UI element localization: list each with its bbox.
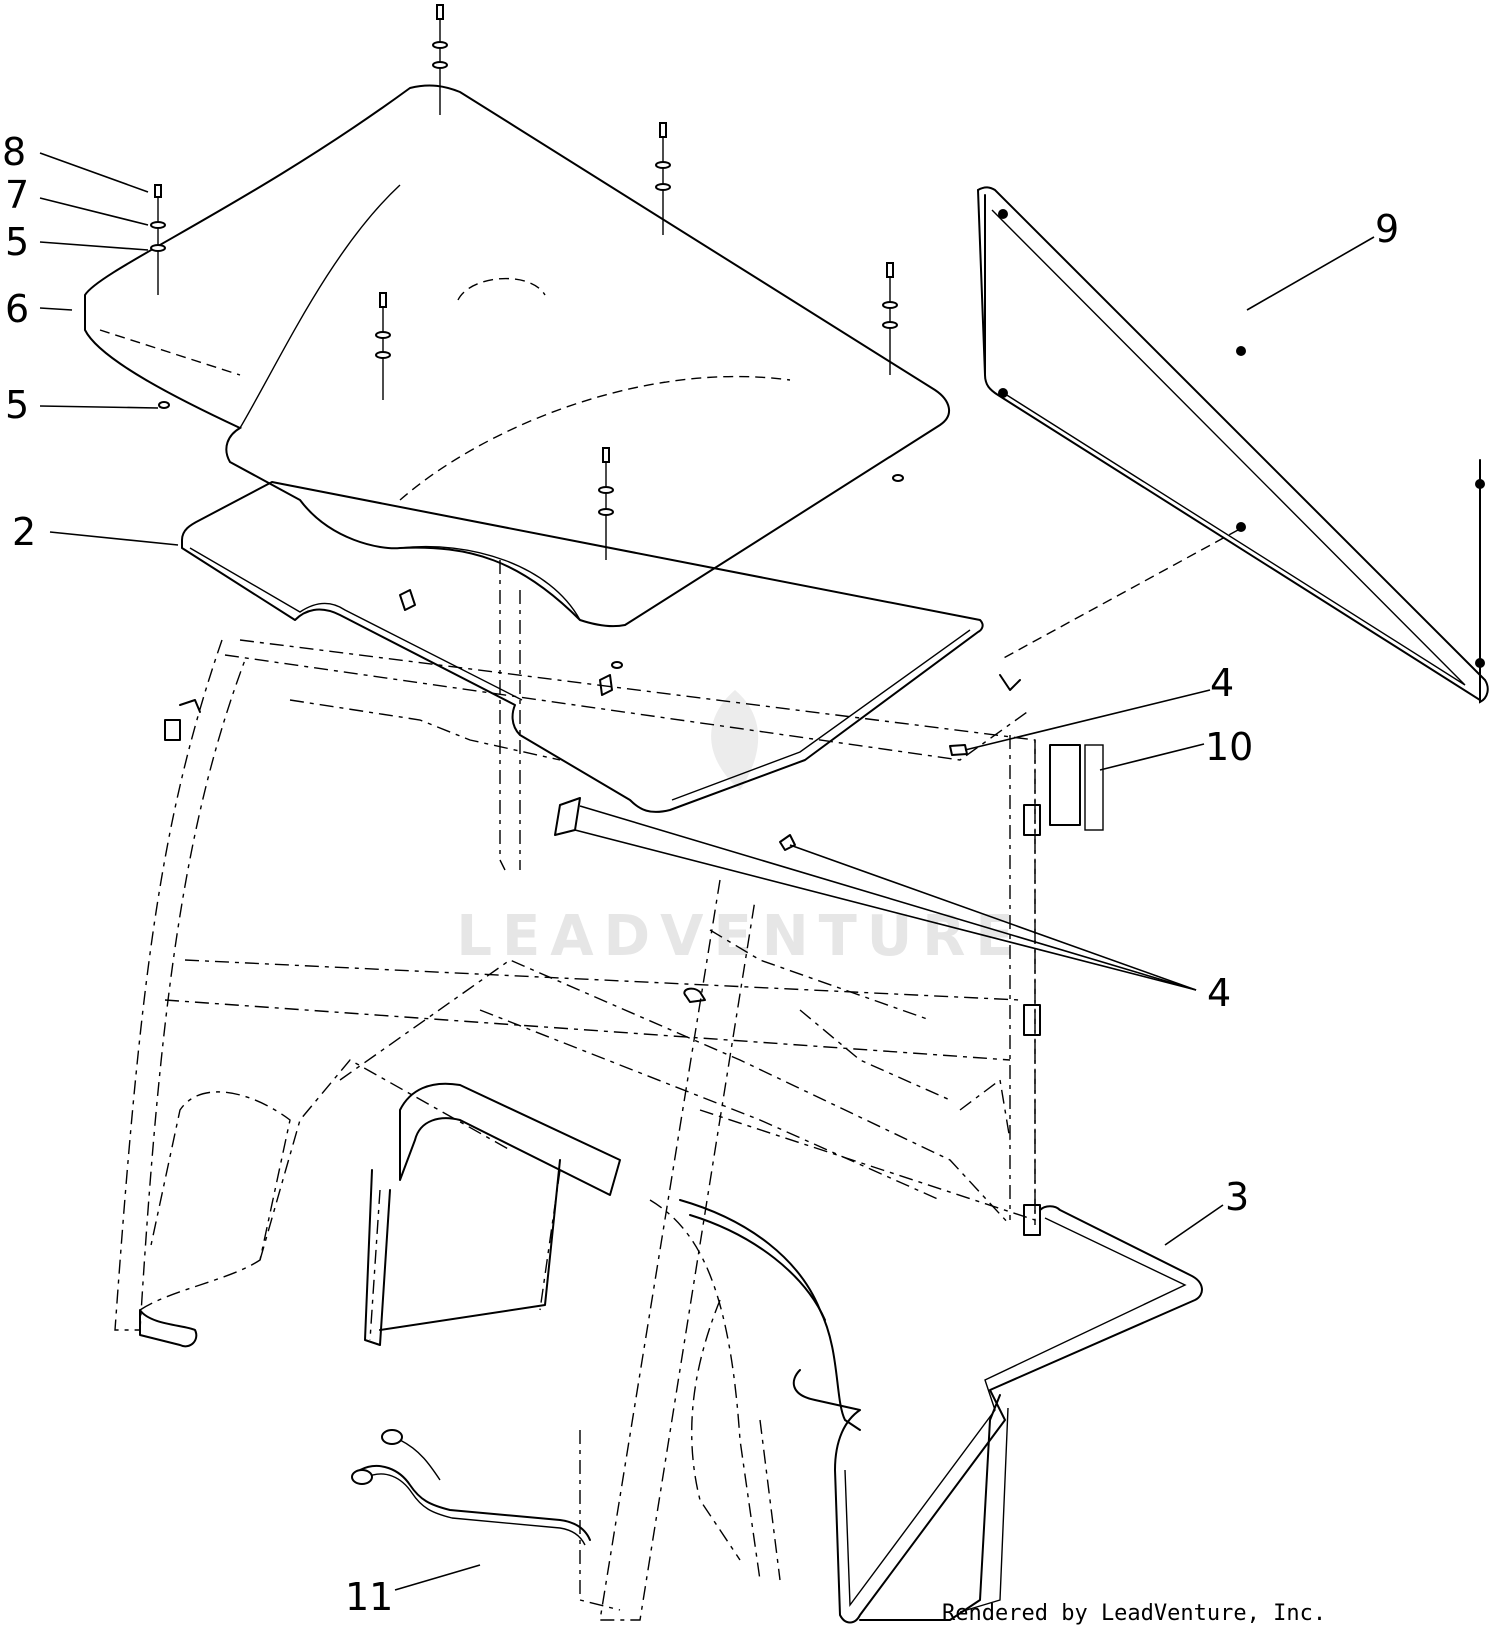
callout-6: 6 [5,287,29,331]
callout-5-lower: 5 [5,383,29,427]
decal-part-10 [1084,744,1104,831]
footer-credit: Rendered by LeadVenture, Inc. [942,1601,1326,1626]
callout-11: 11 [345,1575,393,1619]
cab-frame [114,560,1081,1621]
callout-7: 7 [5,173,29,217]
callout-5-upper: 5 [5,220,29,264]
bolt-center-left [375,292,391,400]
callout-10: 10 [1205,725,1253,769]
callout-2: 2 [12,510,36,554]
callout-9: 9 [1375,207,1399,251]
bolt-top [432,4,448,115]
bolt-right [882,262,904,482]
rear-window-panel [976,186,1489,704]
callout-8: 8 [2,130,26,174]
watermark: LEADVENTURE [456,690,1023,969]
callout-labels: 8 7 5 6 5 2 9 4 10 4 3 11 [2,130,1399,1619]
rear-seal [792,1205,1203,1624]
callout-3: 3 [1225,1175,1249,1219]
wire-harness [351,1429,591,1546]
watermark-text: LEADVENTURE [456,904,1023,969]
roof-seal [181,481,984,813]
bolt-center-front [598,447,623,669]
leader-lines [39,152,1375,1591]
bolt-left [150,184,170,409]
callout-4-lower: 4 [1207,971,1231,1015]
bolt-mid [655,122,671,235]
roof-panel [84,84,950,628]
callout-4-upper: 4 [1210,661,1234,705]
roof-fasteners [150,4,904,669]
